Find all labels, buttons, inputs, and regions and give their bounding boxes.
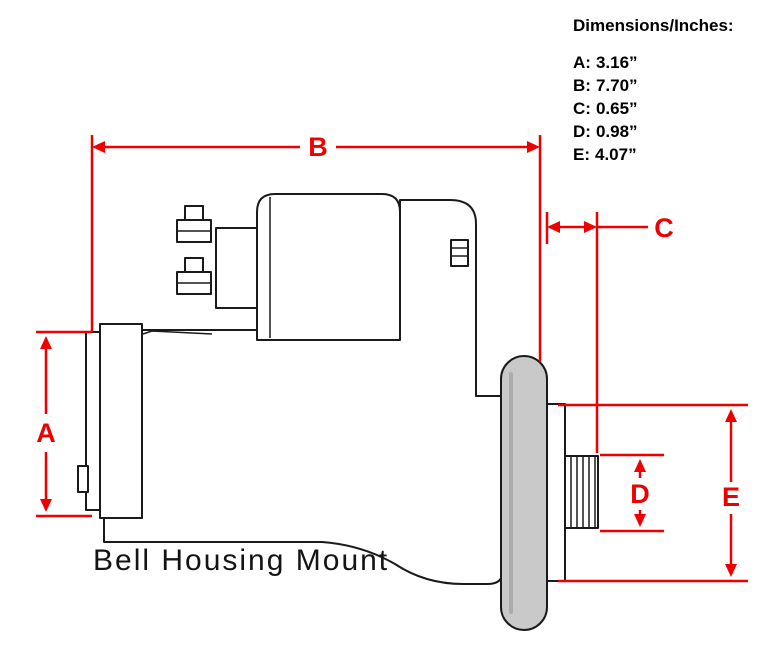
dimension-label-c: C	[654, 213, 674, 243]
legend-entry: B:7.70”	[573, 74, 734, 97]
dimension-d: D	[600, 453, 664, 533]
dim-c-arrow-left	[547, 221, 560, 233]
dim-a-arrow-down	[40, 499, 52, 512]
legend-entry-value: 4.07”	[595, 145, 637, 164]
dim-b-arrow-right	[527, 141, 540, 153]
legend-entry: A:3.16”	[573, 51, 734, 74]
dimension-e: E	[558, 403, 748, 583]
dimensions-legend: Dimensions/Inches: A:3.16” B:7.70” C:0.6…	[573, 16, 734, 166]
dim-e-arrow-up	[725, 409, 737, 422]
dimension-label-a: A	[36, 418, 56, 448]
dim-d-arrow-up	[634, 459, 646, 472]
pilot-plate	[546, 403, 566, 582]
legend-entry-label: D:	[573, 122, 591, 141]
legend-entry-label: E:	[573, 145, 590, 164]
dimension-label-d: D	[630, 479, 650, 509]
legend-entry-value: 3.16”	[595, 53, 638, 72]
legend-entry-label: A:	[573, 53, 591, 72]
dimension-label-e: E	[722, 482, 740, 512]
legend-entry-label: B:	[573, 76, 591, 95]
legend-entry-value: 0.98”	[595, 122, 638, 141]
legend-entry: C:0.65”	[573, 97, 734, 120]
end-cap-tab	[77, 465, 89, 493]
clip-detail	[450, 239, 469, 267]
legend-entry-value: 0.65”	[595, 99, 638, 118]
legend-entry: D:0.98”	[573, 120, 734, 143]
end-cap	[99, 323, 143, 519]
diagram-caption: Bell Housing Mount	[93, 544, 389, 577]
dimension-a: A	[36, 330, 92, 518]
pinion-gear	[564, 455, 599, 529]
dim-e-arrow-down	[725, 564, 737, 577]
legend-entry: E: 4.07”	[573, 143, 734, 166]
legend-entry-value: 7.70”	[595, 76, 638, 95]
dim-c-arrow-right	[584, 221, 597, 233]
terminal-bracket	[215, 227, 258, 309]
dimension-c: C	[545, 212, 674, 453]
motor-body	[103, 199, 504, 585]
dim-b-arrow-left	[92, 141, 105, 153]
dimension-label-b: B	[308, 132, 328, 162]
solenoid	[256, 193, 401, 341]
pinion-gear-teeth	[570, 456, 596, 528]
legend-entry-label: C:	[573, 99, 591, 118]
mount-flange	[500, 355, 548, 631]
legend-title: Dimensions/Inches:	[573, 16, 734, 35]
dim-d-arrow-down	[634, 514, 646, 527]
dim-a-arrow-up	[40, 336, 52, 349]
motor-drawing	[77, 193, 599, 631]
terminal-stud-bottom	[184, 257, 204, 273]
terminal-stud-top	[184, 205, 204, 221]
dimension-b: B	[90, 132, 542, 362]
